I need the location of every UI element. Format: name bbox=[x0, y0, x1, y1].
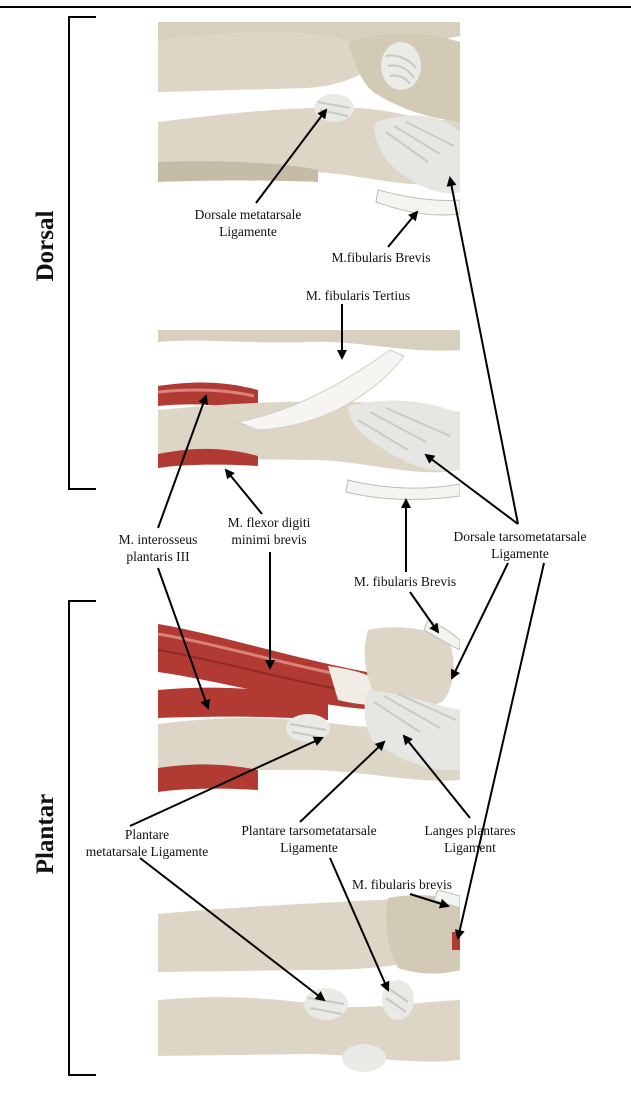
label-fibularis-brevis-bottom: M. fibularis brevis bbox=[332, 876, 472, 893]
label-fibularis-brevis-top: M.fibularis Brevis bbox=[306, 249, 456, 266]
top-rule bbox=[0, 6, 631, 8]
plantar-view-image-2 bbox=[158, 890, 460, 1075]
arrow-dorsale-tarso-1 bbox=[450, 178, 518, 524]
label-fibularis-brevis-mid: M. fibularis Brevis bbox=[330, 573, 480, 590]
label-fibularis-tertius: M. fibularis Tertius bbox=[282, 287, 434, 304]
dorsal-view-image-2 bbox=[158, 330, 460, 500]
arrow-fibularis-brevis-top bbox=[388, 212, 417, 247]
dorsal-bracket bbox=[68, 16, 96, 490]
dorsal-section-label: Dorsal bbox=[32, 206, 60, 286]
plantar-view-image-1 bbox=[158, 620, 460, 800]
plantar-section-label: Plantar bbox=[32, 782, 60, 886]
dorsal-view-image-1 bbox=[158, 22, 460, 217]
